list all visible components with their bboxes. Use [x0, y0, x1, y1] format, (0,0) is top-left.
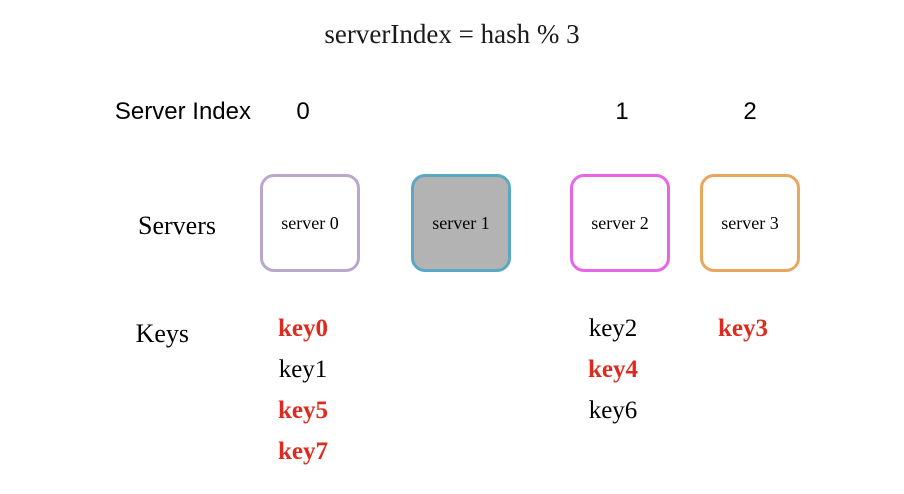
server-box-label: server 1	[432, 213, 490, 233]
page-title: serverIndex = hash % 3	[324, 19, 580, 49]
row-label-server-index: Server Index	[114, 98, 251, 125]
key-item: key2	[588, 315, 638, 342]
server-box-label: server 3	[721, 213, 779, 233]
key-item: key5	[278, 397, 328, 424]
server-box-1[interactable]: server 1	[411, 174, 511, 272]
key-item: key6	[588, 397, 638, 424]
key-item: key7	[278, 438, 328, 465]
server-index-value-1: 1	[615, 98, 629, 125]
server-box-label: server 0	[281, 213, 339, 233]
server-index-value-2: 2	[743, 98, 757, 125]
key-column-3: key3	[663, 308, 823, 349]
row-label-servers: Servers	[138, 211, 216, 240]
server-box-0[interactable]: server 0	[260, 174, 360, 272]
server-box-2[interactable]: server 2	[570, 174, 670, 272]
key-column-0: key0 key1 key5 key7	[223, 308, 383, 472]
row-label-keys: Keys	[135, 319, 189, 348]
key-item: key4	[588, 356, 638, 383]
key-item: key3	[718, 315, 768, 342]
server-index-value-0: 0	[296, 98, 310, 125]
key-column-2: key2 key4 key6	[533, 308, 693, 431]
key-item: key0	[278, 315, 328, 342]
server-box-label: server 2	[591, 213, 649, 233]
key-item: key1	[278, 356, 328, 383]
server-box-3[interactable]: server 3	[700, 174, 800, 272]
